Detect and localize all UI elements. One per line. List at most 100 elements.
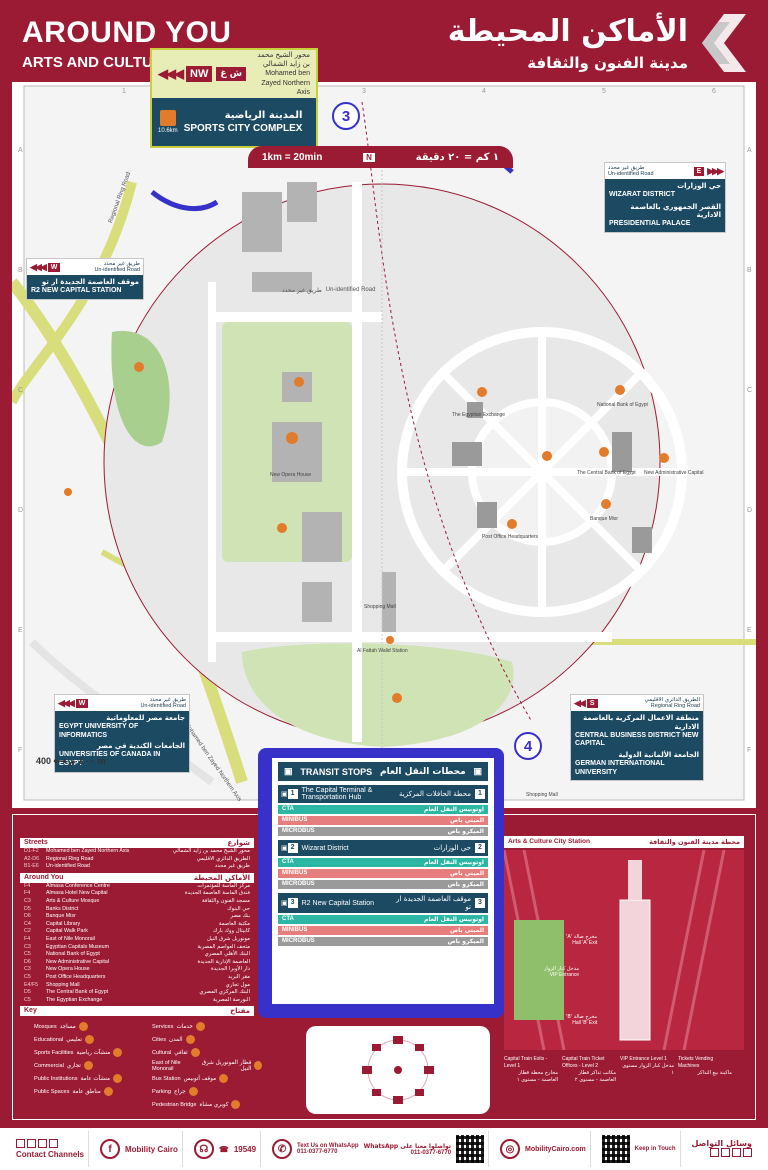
- key-symbol-icon: [219, 1074, 229, 1083]
- key-symbol-icon: [188, 1087, 198, 1096]
- social-icons: [16, 1139, 58, 1148]
- key-symbol-icon: [103, 1087, 113, 1096]
- facebook-icon: f: [99, 1139, 120, 1159]
- marker-4[interactable]: 4: [514, 732, 542, 760]
- key-symbol-icon: [113, 1048, 123, 1057]
- direction-nw-badge-ar: ش غ: [216, 67, 247, 81]
- qr-code-icon: [456, 1135, 485, 1163]
- key-symbol-icon: [84, 1035, 94, 1044]
- svg-text:3: 3: [362, 88, 366, 95]
- key-symbol-icon: [254, 1061, 262, 1070]
- app-download[interactable]: Keep in Touch: [598, 1131, 681, 1167]
- exit-b-label: مخرج صالة 'B'Hall 'B' Exit: [566, 1014, 598, 1026]
- station-plan[interactable]: Arts & Culture City Station محطة مدينة ا…: [504, 836, 744, 1114]
- map-canvas: ABC DEF ABC DEF 123 456: [12, 85, 756, 801]
- hotline-link[interactable]: ☊ ☎ 19549: [190, 1131, 262, 1167]
- svg-text:4: 4: [482, 88, 486, 95]
- svg-text:6: 6: [712, 88, 716, 95]
- page-title: AROUND YOU: [22, 16, 232, 49]
- facebook-link[interactable]: f Mobility Cairo: [96, 1131, 183, 1167]
- walk-time-ruler: 1km = 20min N ١ كم = ٢٠ دقيقة: [248, 146, 513, 168]
- whatsapp-link[interactable]: ✆ Text Us on WhatsApp 011-0377-6770 تواص…: [268, 1131, 490, 1167]
- transit-title: TRANSIT STOPS: [300, 766, 373, 777]
- area-map[interactable]: ABC DEF ABC DEF 123 456 طريق غير محددUn-…: [12, 82, 756, 808]
- mobility-logo-icon: [702, 14, 746, 72]
- svg-text:F: F: [18, 747, 22, 754]
- svg-text:C: C: [747, 387, 752, 394]
- social-icons: [709, 1148, 752, 1157]
- compass-rose: [306, 1026, 490, 1114]
- globe-icon: ◎: [500, 1139, 521, 1159]
- key-symbol-icon: [231, 1100, 241, 1109]
- svg-text:E: E: [18, 627, 23, 634]
- phone-icon: ☎: [218, 1144, 229, 1154]
- map-scale: ٤٠٠ م ⟷ 400 m: [36, 756, 106, 767]
- label-station: Al Fattah Walid Station: [357, 648, 408, 654]
- website-link[interactable]: ◎ MobilityCairo.com: [496, 1131, 591, 1167]
- direction-nw-badge: NW: [186, 66, 213, 82]
- sports-city-callout[interactable]: ◀◀◀ NW ش غ محور الشيخ محمد بن زايد الشما…: [150, 48, 318, 148]
- whatsapp-icon: ✆: [272, 1139, 293, 1159]
- chevrons-left-icon: ◀◀: [574, 697, 586, 708]
- svg-text:1: 1: [122, 88, 126, 95]
- bus-icon: ▣: [281, 845, 288, 852]
- station-title: Arts & Culture City Station: [508, 838, 590, 845]
- poi-markers: [64, 362, 669, 703]
- key-symbol-icon: [185, 1035, 195, 1044]
- station-title-ar: محطة مدينة الفنون والثقافة: [649, 838, 740, 846]
- key-symbol-icon: [83, 1061, 93, 1070]
- label-shopping-mall-2: Shopping Mall: [526, 792, 558, 798]
- svg-text:B: B: [18, 267, 23, 274]
- chevrons-right-icon: ▶▶▶: [707, 165, 724, 176]
- headset-icon: ☊: [193, 1139, 214, 1159]
- label-admin: New Administrative Capital: [644, 470, 704, 476]
- chevrons-left-icon: ◀◀◀: [30, 261, 47, 272]
- sports-facility-icon: [159, 110, 176, 126]
- marker-3[interactable]: 3: [332, 102, 360, 130]
- compass-icon: [362, 1036, 434, 1104]
- page-subtitle-ar: مدينة الفنون والثقافة: [527, 54, 688, 72]
